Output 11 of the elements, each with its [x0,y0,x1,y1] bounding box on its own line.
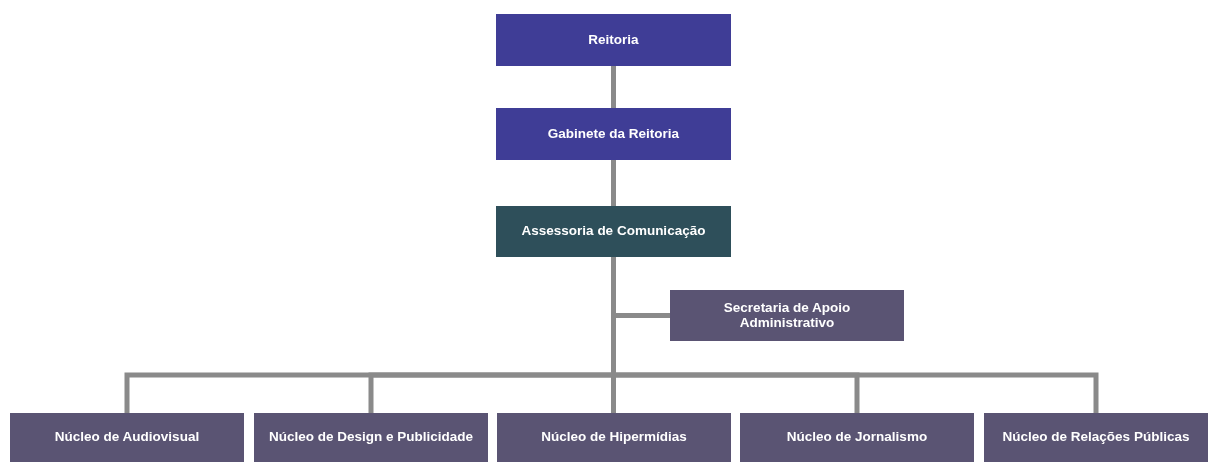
org-box: Secretaria de Apoio Administrativo [670,290,904,341]
org-box: Núcleo de Jornalismo [740,413,974,462]
org-box: Núcleo de Design e Publicidade [254,413,488,462]
org-box: Núcleo de Relações Públicas [984,413,1208,462]
org-box: Núcleo de Audiovisual [10,413,244,462]
org-box: Núcleo de Hipermídias [497,413,731,462]
org-box: Assessoria de Comunicação [496,206,731,257]
connector-line [611,66,616,108]
org-box: Gabinete da Reitoria [496,108,731,160]
org-box: Reitoria [496,14,731,66]
connector-line [611,160,616,206]
